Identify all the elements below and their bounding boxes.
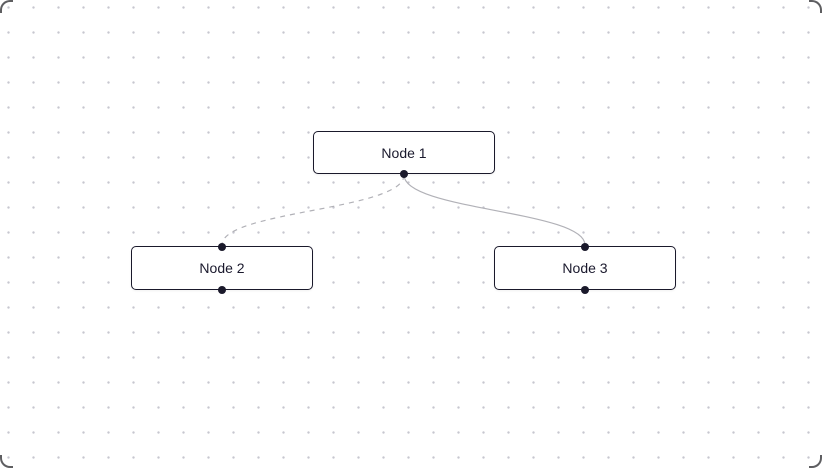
edge-node1-node3[interactable] [403, 174, 586, 246]
node-3[interactable]: Node 3 [494, 242, 676, 294]
canvas-corner-top-left [0, 0, 13, 13]
node-3-label: Node 3 [562, 260, 608, 276]
node-1-source-handle[interactable] [400, 169, 408, 178]
canvas-corner-bottom-right [809, 455, 822, 468]
node-3-source-handle[interactable] [581, 285, 589, 294]
node-1[interactable]: Node 1 [313, 131, 495, 178]
edge-node1-node2[interactable] [221, 174, 405, 246]
node-1-label: Node 1 [381, 144, 427, 161]
canvas-corner-bottom-left [0, 455, 13, 468]
node-2-label: Node 2 [199, 260, 245, 276]
node-3-target-handle[interactable] [581, 242, 589, 251]
canvas-corner-top-right [809, 0, 822, 13]
node-2-source-handle[interactable] [218, 285, 226, 294]
node-2[interactable]: Node 2 [131, 242, 313, 294]
node-2-target-handle[interactable] [218, 242, 226, 251]
